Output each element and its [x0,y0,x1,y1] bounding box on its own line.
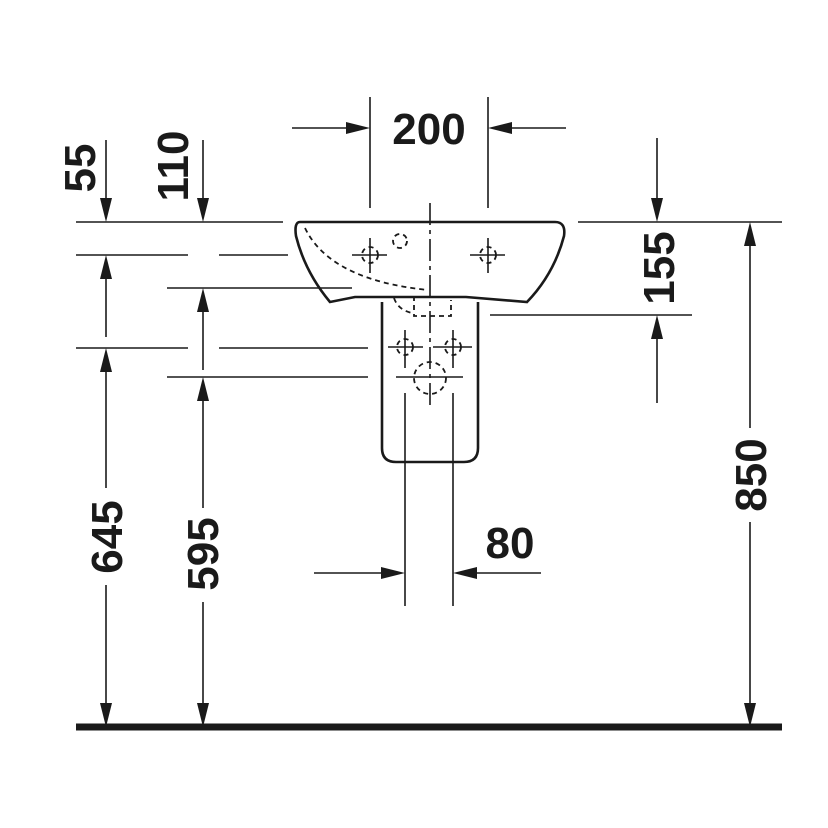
dim-155-label: 155 [635,231,684,304]
dim-200-label: 200 [392,105,465,154]
dim-55: 55 [56,140,112,337]
tap-hole-right [470,238,505,273]
supply-right [433,330,472,368]
basin [294,203,566,410]
dim-110-label: 110 [149,131,198,202]
tap-hole-left [352,238,387,273]
dim-645: 645 [83,348,132,727]
dim-595-label: 595 [179,517,228,590]
dim-595: 595 [179,377,228,727]
dim-850: 850 [727,222,776,727]
dim-200: 200 [292,105,566,154]
overflow-hole [392,233,408,249]
dim-80: 80 [314,519,541,579]
extension-lines [76,97,782,378]
supply-left [388,330,423,368]
dim-110: 110 [149,131,209,370]
dim-55-label: 55 [56,144,105,193]
dim-850-label: 850 [727,438,776,511]
waste-connection [396,361,463,395]
dim-155: 155 [635,138,684,403]
dim-645-label: 645 [83,500,132,573]
pedestal [380,296,480,606]
dim-80-label: 80 [486,519,535,568]
